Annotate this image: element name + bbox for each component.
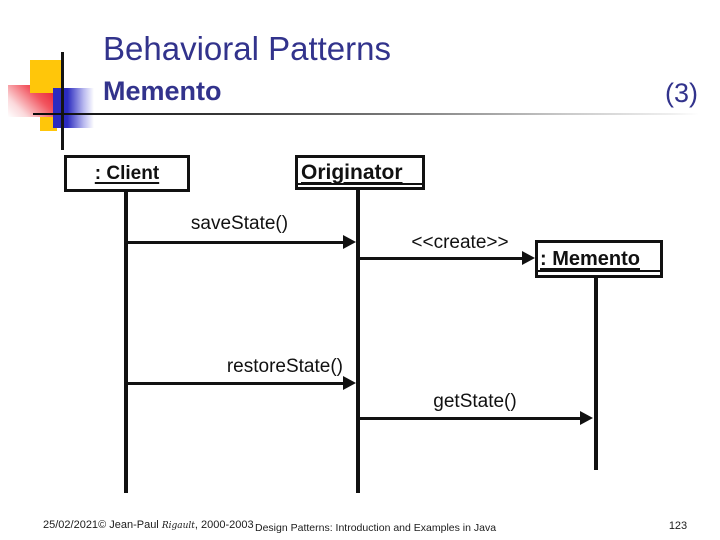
- lifeline-box-originator-label: Originator: [301, 160, 403, 184]
- message-arrow-create: [358, 251, 535, 265]
- lifeline-originator: [356, 188, 360, 493]
- footer-copy-text: © Jean-Paul: [98, 519, 162, 531]
- footer-years: , 2000-2003: [194, 519, 254, 531]
- message-label-restorestate: restoreState(): [226, 356, 343, 377]
- logo-yellow-small-square: [40, 117, 57, 131]
- message-label-create: <<create>>: [411, 232, 509, 253]
- logo-vertical-line: [61, 52, 64, 150]
- arrowhead-right-icon: [580, 411, 593, 425]
- footer-course-title: Design Patterns: Introduction and Exampl…: [255, 522, 497, 534]
- lifeline-box-memento-underline: [538, 270, 660, 272]
- footer-page-number: 123: [668, 520, 688, 532]
- lifeline-box-client: : Client: [64, 155, 190, 192]
- arrowhead-right-icon: [522, 251, 535, 265]
- lifeline-memento: [594, 277, 598, 470]
- footer-author-name: Rigault: [161, 521, 195, 531]
- footer-copyright: 25/02/2021© Jean-Paul Rigault, 2000-2003: [43, 519, 254, 531]
- arrow-shaft: [358, 256, 524, 260]
- lifeline-box-memento-label: : Memento: [540, 247, 640, 270]
- message-label-getstate: getState(): [433, 391, 517, 412]
- lifeline-box-originator: Originator: [295, 155, 425, 190]
- arrow-shaft: [127, 240, 345, 244]
- lifeline-box-client-label: : Client: [94, 162, 160, 184]
- arrowhead-right-icon: [343, 235, 356, 249]
- message-label-savestate: saveState(): [190, 213, 289, 234]
- arrow-shaft: [127, 381, 345, 385]
- lifeline-box-originator-underline: [298, 183, 422, 185]
- slide-title: Behavioral Patterns: [103, 30, 391, 67]
- arrow-shaft: [358, 416, 582, 420]
- slide-subtitle: Memento: [103, 76, 222, 106]
- lifeline-client: [124, 191, 128, 493]
- logo-blue-square: [53, 88, 94, 128]
- logo-yellow-square: [30, 60, 62, 93]
- slide-number: (3): [665, 78, 698, 108]
- lifeline-box-memento: : Memento: [535, 240, 663, 278]
- header-divider-rule: [33, 113, 699, 115]
- message-arrow-savestate: [127, 235, 356, 249]
- message-arrow-restorestate: [127, 376, 356, 390]
- arrowhead-right-icon: [343, 376, 356, 390]
- message-arrow-getstate: [358, 411, 593, 425]
- footer-date: 25/02/2021: [43, 519, 99, 531]
